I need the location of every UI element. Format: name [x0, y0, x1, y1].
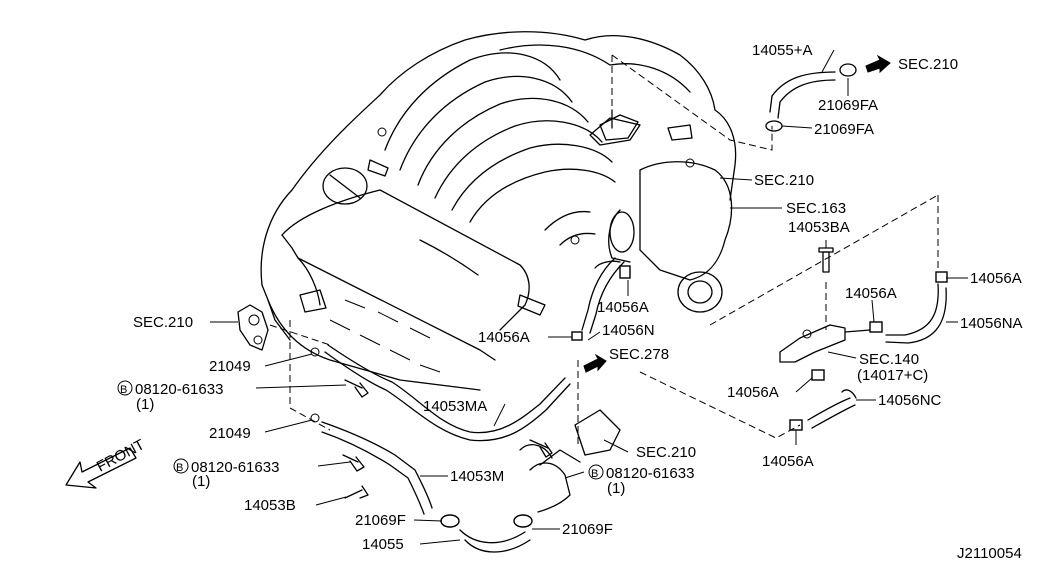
callout-qty-2: (1): [192, 473, 210, 490]
callout-21069FA-b[interactable]: 21069FA: [814, 121, 874, 138]
leader-lines: [210, 49, 968, 545]
reference-lines: [269, 54, 939, 445]
callout-14053M[interactable]: 14053M: [450, 468, 504, 485]
clamp-14056A-r2: [869, 321, 883, 333]
arrow-front: [65, 447, 137, 489]
callout-14056A-r3[interactable]: 14056A: [727, 384, 779, 401]
bolt-symbol-3: B: [588, 464, 604, 480]
callout-14056A-r1[interactable]: 14056A: [970, 270, 1022, 287]
callout-14017C: (14017+C): [857, 367, 928, 384]
clamp-14056A-center: [571, 331, 583, 341]
clamp-21069F-right: [513, 514, 533, 528]
callout-14055[interactable]: 14055: [362, 536, 404, 553]
arrow-sec278: [583, 353, 607, 373]
clamp-14056A-r3: [811, 369, 825, 381]
clamp-21069F-left: [440, 514, 460, 528]
svg-text:B: B: [591, 468, 598, 480]
callout-21069F-b[interactable]: 21069F: [562, 521, 613, 538]
bolt-symbol-2: B: [173, 458, 189, 474]
callout-sec140[interactable]: SEC.140: [859, 351, 919, 368]
callout-14056N[interactable]: 14056N: [602, 322, 655, 339]
callout-bolt-08120-61633-3[interactable]: 08120-61633: [606, 465, 694, 482]
front-label: FRONT: [94, 436, 148, 475]
callout-sec210-top[interactable]: SEC.210: [898, 56, 958, 73]
callout-14055A[interactable]: 14055+A: [752, 42, 812, 59]
callout-sec210-mid[interactable]: SEC.210: [754, 172, 814, 189]
callout-sec278[interactable]: SEC.278: [609, 346, 669, 363]
water-outlet-parts: [237, 109, 834, 499]
diagram-id: J2110054: [957, 545, 1022, 562]
callout-bolt-08120-61633-1[interactable]: 08120-61633: [135, 381, 223, 398]
callout-qty-1: (1): [136, 396, 154, 413]
svg-text:B: B: [176, 462, 183, 474]
hoses-and-pipes: [321, 63, 948, 553]
clamp-14056A-r1: [935, 271, 948, 283]
svg-text:B: B: [120, 384, 127, 396]
callout-21069F-a[interactable]: 21069F: [355, 512, 406, 529]
callout-21049-a[interactable]: 21049: [209, 358, 251, 375]
clamp-14056A-upper: [619, 265, 631, 279]
arrow-sec210-top: [865, 54, 891, 74]
bolt-symbol-1: B: [117, 380, 133, 396]
arrows: [65, 54, 891, 489]
callout-14056NA[interactable]: 14056NA: [960, 315, 1023, 332]
callouts: 14055+A SEC.210 21069FA 21069FA SEC.210 …: [94, 42, 1023, 562]
engine-illustration: [260, 31, 737, 391]
callout-14056A-c1[interactable]: 14056A: [597, 299, 649, 316]
callout-qty-3: (1): [607, 480, 625, 497]
callout-14056NC[interactable]: 14056NC: [878, 392, 942, 409]
callout-14053MA[interactable]: 14053MA: [423, 398, 487, 415]
callout-14053B[interactable]: 14053B: [244, 497, 296, 514]
callout-sec210-left[interactable]: SEC.210: [133, 314, 193, 331]
callout-bolt-08120-61633-2[interactable]: 08120-61633: [191, 459, 279, 476]
callout-sec210-low[interactable]: SEC.210: [636, 444, 696, 461]
callout-sec163[interactable]: SEC.163: [786, 200, 846, 217]
callout-14056A-r4[interactable]: 14056A: [762, 453, 814, 470]
callout-14053BA[interactable]: 14053BA: [788, 219, 850, 236]
clamp-14056A-r4: [789, 419, 803, 431]
callout-14056A-r2[interactable]: 14056A: [845, 285, 897, 302]
callout-21049-b[interactable]: 21049: [209, 425, 251, 442]
callout-21069FA-a[interactable]: 21069FA: [818, 97, 878, 114]
callout-14056A-c2[interactable]: 14056A: [478, 329, 530, 346]
